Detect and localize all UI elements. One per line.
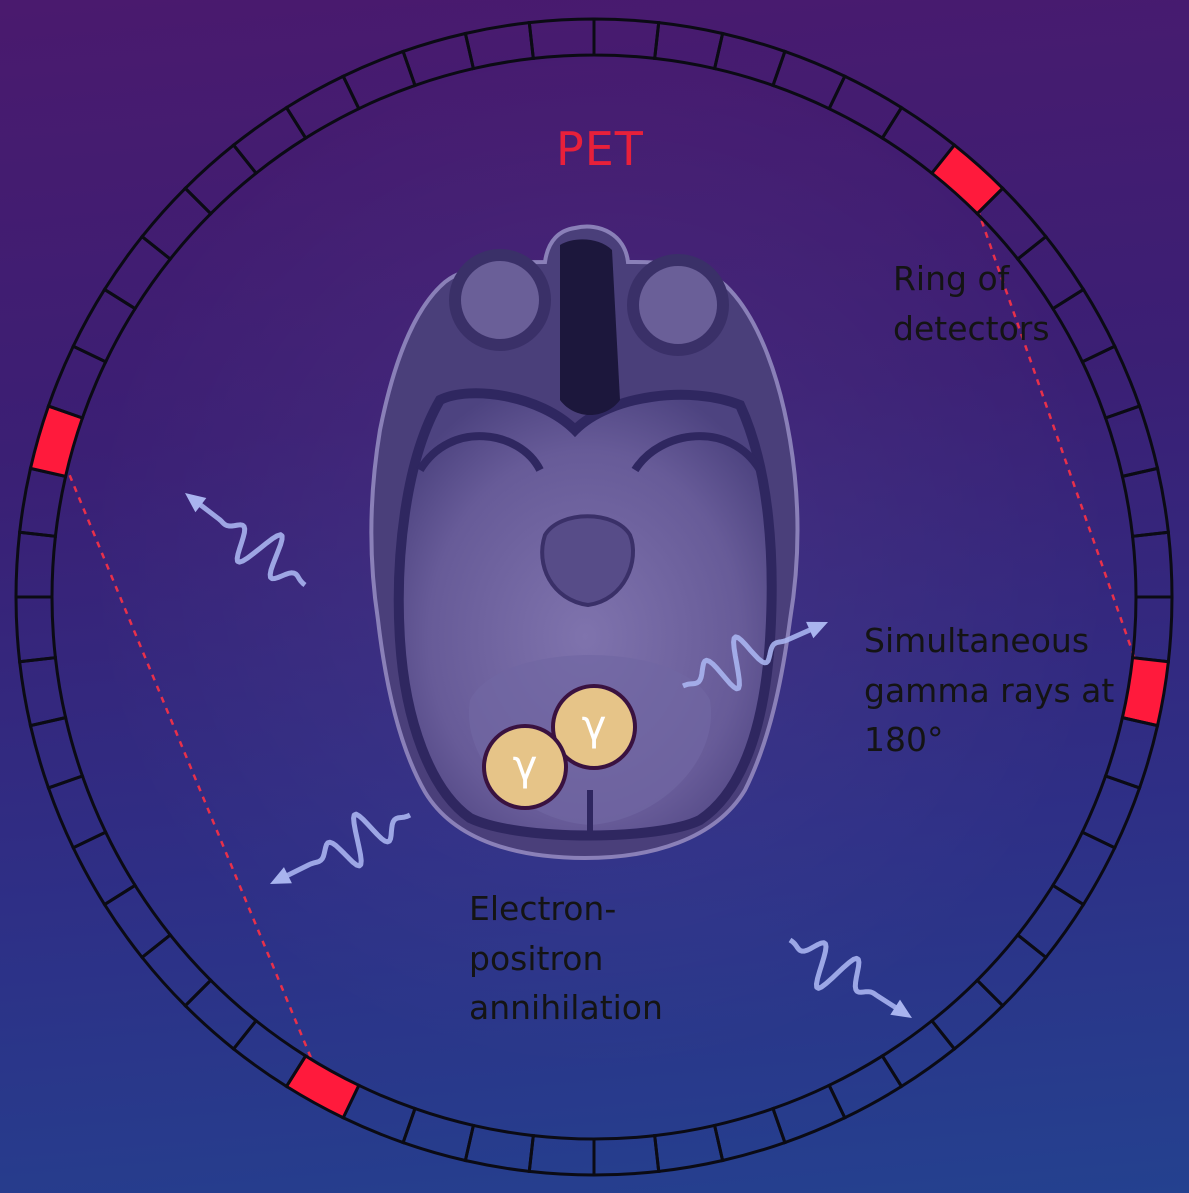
detector-hit — [286, 1056, 358, 1118]
detector-segment — [20, 468, 66, 536]
detector-hit — [1122, 658, 1168, 726]
detector-segment — [977, 935, 1046, 1006]
detector-segment — [882, 1021, 954, 1087]
detector-segment — [48, 776, 105, 848]
annihilation-label-line-3: annihilation — [469, 983, 663, 1033]
detector-segment — [105, 885, 171, 957]
detector-segment — [1133, 532, 1172, 597]
detector-segment — [1133, 597, 1172, 662]
ring-label-line-2: detectors — [893, 304, 1050, 354]
photon-1-symbol: γ — [582, 701, 607, 750]
detector-segment — [773, 1085, 845, 1142]
ring-label-line-1: Ring of — [893, 254, 1050, 304]
detector-segment — [932, 980, 1003, 1049]
left-eye — [455, 255, 545, 345]
detector-segment — [16, 532, 55, 597]
detector-segment — [1053, 832, 1115, 904]
detector-segment — [185, 980, 256, 1049]
photon-2-symbol: γ — [513, 741, 538, 790]
right-eye — [633, 260, 723, 350]
gamma-label-line-3: 180° — [864, 715, 1114, 765]
gamma-label-line-2: gamma rays at — [864, 666, 1114, 716]
detector-segment — [142, 935, 211, 1006]
detector-segment — [715, 1109, 785, 1161]
detector-segment — [1122, 468, 1168, 536]
annihilation-label-line-1: Electron- — [469, 884, 663, 934]
simultaneous-gamma-label: Simultaneous gamma rays at 180° — [864, 616, 1114, 765]
detector-segment — [1106, 406, 1158, 476]
diagram-title: PET — [556, 122, 644, 176]
detector-segment — [465, 1125, 533, 1171]
gamma-label-line-1: Simultaneous — [864, 616, 1114, 666]
annihilation-label: Electron- positron annihilation — [469, 884, 663, 1033]
detector-segment — [20, 658, 66, 726]
detector-segment — [30, 718, 82, 788]
nasal-cavity — [560, 239, 620, 415]
photon-2: γ — [484, 726, 566, 808]
detector-segment — [16, 597, 55, 662]
ring-of-detectors-label: Ring of detectors — [893, 254, 1050, 353]
detector-segment — [594, 1136, 659, 1175]
annihilation-label-line-2: positron — [469, 934, 663, 984]
detector-segment — [529, 1136, 594, 1175]
detector-segment — [1018, 885, 1084, 957]
detector-segment — [655, 1125, 723, 1171]
